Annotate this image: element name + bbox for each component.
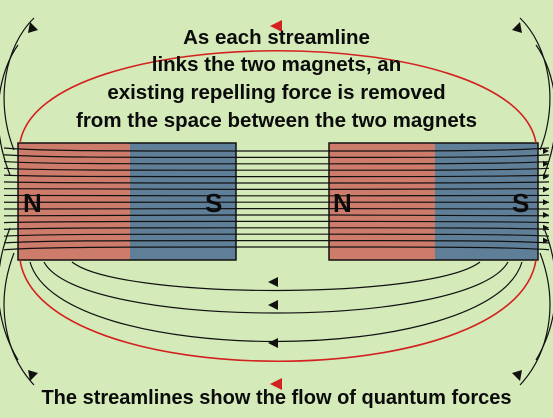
left-lower-return-1	[4, 253, 34, 385]
magnet-1-north-label: N	[23, 188, 42, 218]
top-text-line-3: existing repelling force is removed	[0, 80, 553, 106]
magnet-2-south-label: S	[512, 188, 529, 218]
top-text-line-4: from the space between the two magnets	[0, 108, 553, 134]
top-text-line-2: links the two magnets, an	[0, 52, 553, 78]
streamline	[4, 215, 549, 216]
caption: The streamlines show the flow of quantum…	[0, 385, 553, 411]
top-text-line-1: As each streamline	[0, 25, 553, 51]
arrowhead-icon	[268, 277, 278, 287]
arrowhead-icon	[543, 199, 549, 205]
arrowhead-icon	[543, 186, 549, 192]
magnet-2-north-label: N	[333, 188, 352, 218]
streamline	[4, 189, 549, 190]
arrowhead-icon	[268, 338, 278, 348]
lower-loop-1	[72, 262, 480, 291]
arrowhead-icon	[543, 212, 549, 218]
arrowhead-icon	[543, 174, 549, 180]
magnet-1-south-label: S	[205, 188, 222, 218]
arrowhead-icon	[512, 370, 522, 381]
arrowhead-icon	[268, 300, 278, 310]
arrowhead-icon	[543, 148, 549, 154]
right-lower-return-1	[520, 253, 550, 385]
